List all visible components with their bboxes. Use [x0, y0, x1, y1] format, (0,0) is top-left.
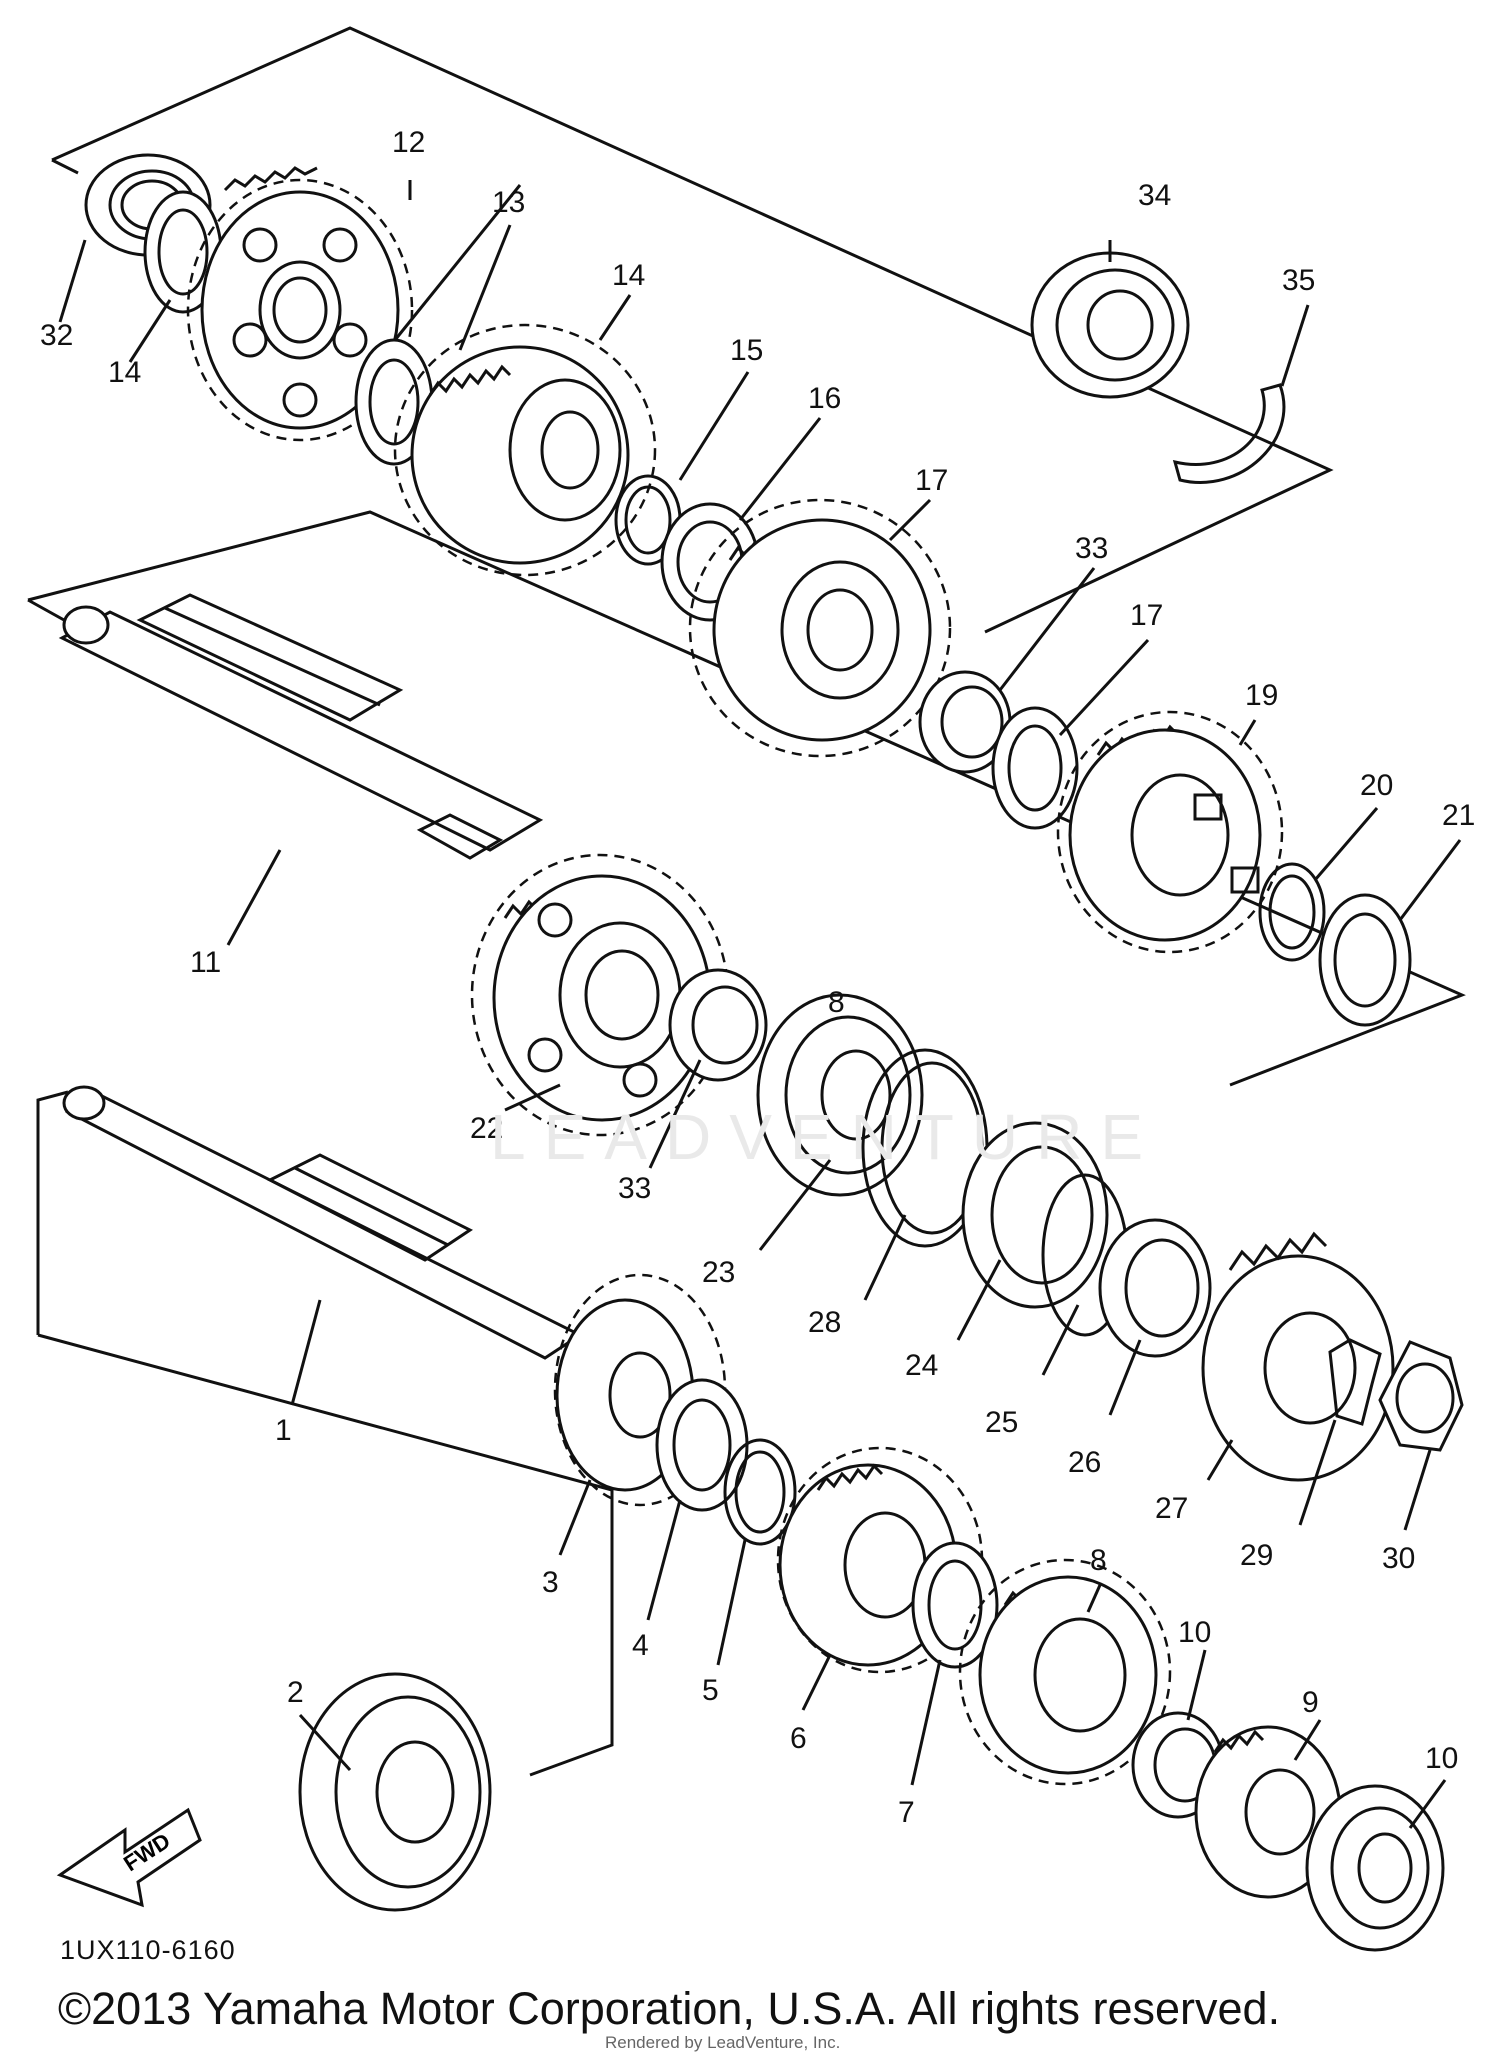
callout-5: 5	[702, 1674, 719, 1707]
part-30-lock-washer[interactable]	[1328, 1338, 1382, 1426]
part-19-washer[interactable]	[991, 706, 1079, 830]
callout-16: 15	[730, 334, 763, 367]
callout-33: 33	[618, 1172, 651, 1205]
part-22-washer[interactable]	[1318, 893, 1412, 1027]
callout-14-left: 14	[108, 356, 141, 389]
callout-18: 17	[915, 464, 948, 497]
callout-2: 2	[287, 1676, 304, 1709]
part-4-washer[interactable]	[655, 1378, 749, 1512]
rendered-by-note: Rendered by LeadVenture, Inc.	[605, 2033, 841, 2052]
part-14-washer-left[interactable]	[143, 190, 223, 314]
part-27-collar[interactable]	[1098, 1218, 1212, 1358]
callout-28: 27	[1155, 1492, 1188, 1525]
callout-19: 17	[1130, 599, 1163, 632]
callout-14-top: 13	[492, 186, 525, 219]
callout-17: 16	[808, 382, 841, 415]
callout-10: 10	[1178, 1616, 1211, 1649]
callout-27: 26	[1068, 1446, 1101, 1479]
callouts: 12 13 32 14 14 15 16 17 34 35 33 17 19 2…	[40, 126, 1475, 1829]
part-28-sprocket[interactable]	[1201, 1231, 1395, 1482]
part-2-bearing[interactable]	[298, 1672, 492, 1912]
group-frame-bottom	[36, 1090, 614, 1777]
part-31-nut[interactable]	[1378, 1340, 1464, 1452]
callout-35: 34	[1138, 179, 1171, 212]
callout-24: 23	[702, 1256, 735, 1289]
callout-30: 29	[1240, 1539, 1273, 1572]
callout-6: 6	[790, 1722, 807, 1755]
callout-32: 32	[40, 319, 73, 352]
callout-4: 4	[632, 1629, 649, 1662]
part-12-drive-axle[interactable]	[58, 593, 544, 860]
callout-25: 24	[905, 1349, 938, 1382]
part-21-circlip[interactable]	[1258, 862, 1326, 962]
watermark: LEADVENTURE	[490, 1101, 1161, 1173]
callout-15: 14	[612, 259, 645, 292]
callout-20: 19	[1245, 679, 1278, 712]
group-frame-top	[51, 26, 1334, 634]
callout-36: 35	[1282, 264, 1315, 297]
part-18-gear[interactable]	[688, 498, 952, 758]
callout-26: 25	[985, 1406, 1018, 1439]
callout-23: 22	[470, 1112, 503, 1145]
part-8-gear[interactable]	[958, 1558, 1172, 1786]
callout-21: 20	[1360, 769, 1393, 802]
part-9-gear[interactable]	[1194, 1725, 1342, 1899]
callout-3: 3	[542, 1566, 559, 1599]
callout-8-mid: 8	[828, 986, 845, 1019]
callout-1: 1	[275, 1414, 292, 1447]
part-code: 1UX110-6160	[60, 1935, 236, 1965]
callout-31: 30	[1382, 1542, 1415, 1575]
leader-lines	[58, 180, 1462, 1829]
callout-13: 12	[392, 126, 425, 159]
part-20-gear[interactable]	[1056, 710, 1284, 954]
callout-34: 33	[1075, 532, 1108, 565]
part-34-bushing[interactable]	[918, 670, 1012, 774]
part-5-circlip[interactable]	[723, 1438, 797, 1546]
callout-7: 7	[898, 1796, 915, 1829]
callout-29: 28	[808, 1306, 841, 1339]
callout-12: 11	[190, 946, 221, 979]
copyright-notice: ©2013 Yamaha Motor Corporation, U.S.A. A…	[58, 1983, 1281, 2034]
part-36-circlip[interactable]	[1172, 383, 1286, 484]
callout-8: 8	[1090, 1544, 1107, 1577]
callout-11: 10	[1425, 1742, 1458, 1775]
part-35-bearing[interactable]	[1030, 251, 1190, 399]
part-33-bushing[interactable]	[668, 968, 768, 1082]
callout-22: 21	[1442, 799, 1475, 832]
part-13-gear[interactable]	[186, 166, 414, 442]
fwd-arrow-icon: FWD	[56, 1807, 202, 1908]
part-15-gear[interactable]	[393, 323, 657, 577]
callout-9: 9	[1302, 1686, 1319, 1719]
